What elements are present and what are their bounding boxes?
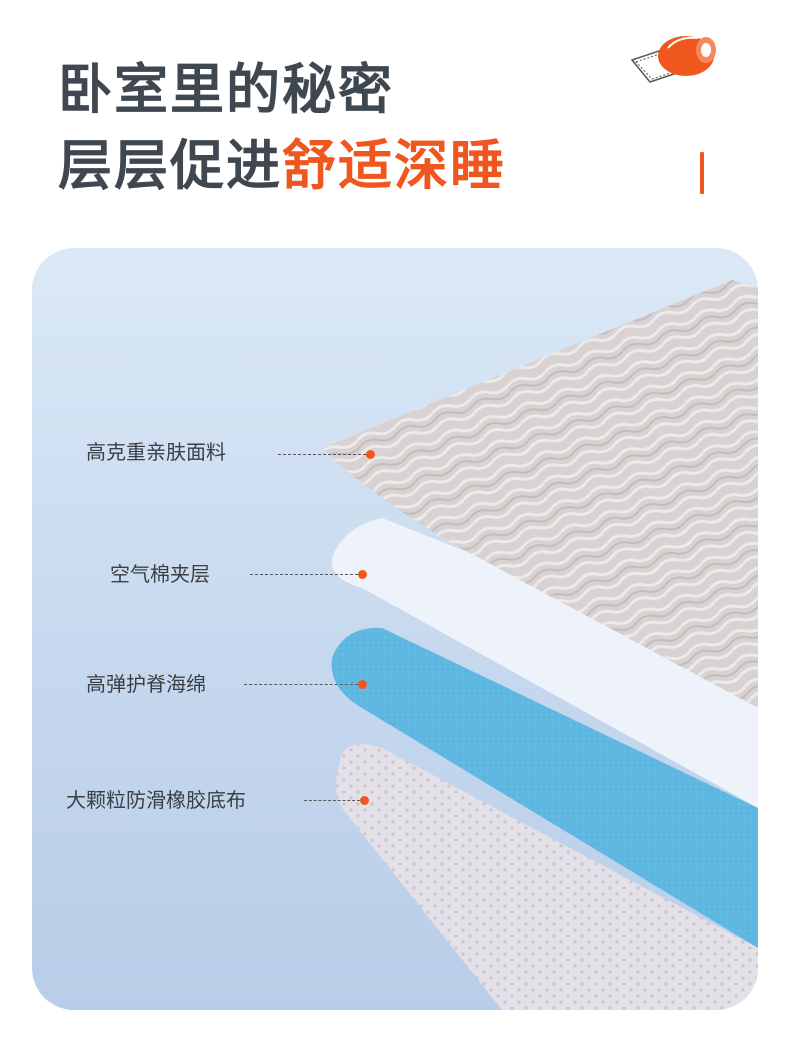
layer-label-fabric: 高克重亲肤面料: [86, 440, 226, 464]
marker-dot-sponge: [358, 680, 367, 689]
accent-bar: [700, 152, 704, 194]
leader-fabric: [278, 454, 366, 455]
air-layer: [331, 518, 758, 808]
headline-line-2: 层层促进舒适深睡: [58, 128, 506, 204]
leader-rubber: [304, 800, 360, 801]
headline: 卧室里的秘密 层层促进舒适深睡: [58, 52, 506, 204]
layers-panel: [32, 248, 758, 1010]
fabric-layer: [322, 280, 758, 708]
layer-label-air: 空气棉夹层: [110, 562, 210, 586]
sponge-layer: [331, 627, 758, 948]
leader-air: [250, 574, 358, 575]
headline-line-1: 卧室里的秘密: [58, 58, 394, 121]
layer-label-rubber: 大颗粒防滑橡胶底布: [66, 788, 246, 812]
headline-accent: 舒适深睡: [282, 134, 506, 197]
marker-dot-fabric: [366, 450, 375, 459]
marker-dot-air: [358, 570, 367, 579]
layer-label-sponge: 高弹护脊海绵: [86, 672, 206, 696]
leader-sponge: [244, 684, 358, 685]
headline-plain: 层层促进: [58, 134, 282, 197]
layers-illustration: [322, 280, 758, 1010]
rolled-mat-icon: [630, 36, 716, 83]
marker-dot-rubber: [360, 796, 369, 805]
